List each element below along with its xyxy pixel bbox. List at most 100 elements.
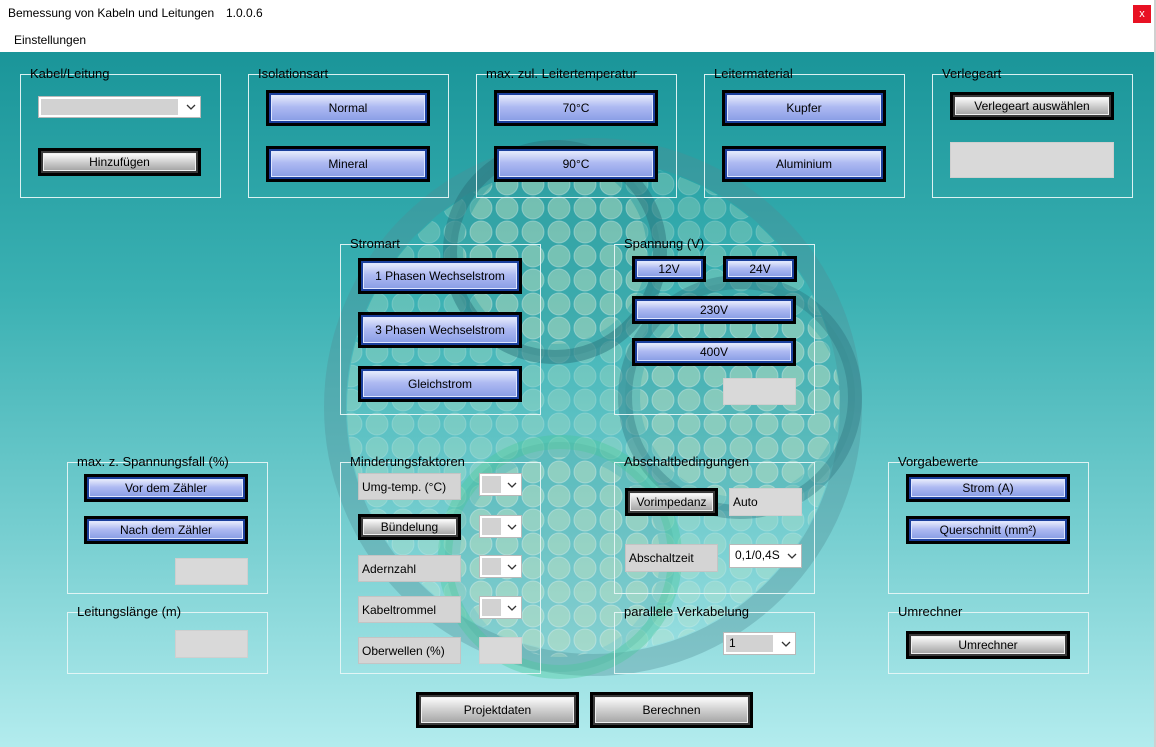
group-umrechner: Umrechner [888,604,1089,674]
temp-70-label: 70°C [499,95,653,121]
group-minderungsfaktoren: Minderungsfaktoren [340,454,541,674]
aluminium-button[interactable]: Aluminium [722,146,886,182]
abschaltzeit-select-value: 0,1/0,4S [732,547,780,565]
buendelung-label: Bündelung [363,519,456,535]
group-label-spannung: Spannung (V) [624,236,705,251]
v230-button[interactable]: 230V [632,296,796,324]
oberwellen-input[interactable] [479,637,522,664]
window-version: 1.0.0.6 [226,6,263,20]
temp-70-button[interactable]: 70°C [494,90,658,126]
adernzahl-select[interactable] [479,555,522,578]
chevron-down-icon [186,104,196,110]
parallel-select[interactable]: 1 [723,632,796,655]
menu-bar: Einstellungen [0,28,1156,52]
v12-label: 12V [637,261,701,277]
chevron-down-icon [507,605,517,611]
berechnen-button[interactable]: Berechnen [590,692,753,728]
dreiphasen-button[interactable]: 3 Phasen Wechselstrom [358,312,522,348]
main-panel: Kabel/Leitung Hinzufügen Isolationsart N… [0,52,1154,747]
kabel-select[interactable] [38,96,201,118]
strom-label: Strom (A) [911,479,1065,497]
gleichstrom-button[interactable]: Gleichstrom [358,366,522,402]
group-abschaltbedingungen: Abschaltbedingungen [614,454,815,594]
aluminium-label: Aluminium [727,151,881,177]
gleichstrom-label: Gleichstrom [363,371,517,397]
vorimpedanz-button[interactable]: Vorimpedanz [625,488,718,516]
group-leitermaterial: Leitermaterial [704,66,905,198]
chevron-down-icon [507,524,517,530]
querschnitt-label: Querschnitt (mm²) [911,521,1065,539]
close-button[interactable]: x [1133,5,1151,23]
group-label-spannungsfall: max. z. Spannungsfall (%) [77,454,229,469]
vorimpedanz-label: Vorimpedanz [630,493,713,511]
kabeltrommel-select[interactable] [479,596,522,619]
nach-dem-zaehler-button[interactable]: Nach dem Zähler [84,516,248,544]
einphasen-button[interactable]: 1 Phasen Wechselstrom [358,258,522,294]
group-label-umrechner: Umrechner [898,604,963,619]
menu-einstellungen[interactable]: Einstellungen [14,33,87,47]
group-isolationsart: Isolationsart [248,66,449,198]
group-label-stromart: Stromart [350,236,400,251]
group-label-temperatur: max. zul. Leitertemperatur [486,66,638,81]
querschnitt-button[interactable]: Querschnitt (mm²) [906,516,1070,544]
leitungslaenge-input[interactable] [175,630,248,658]
kabel-select-value [41,99,178,115]
spannungsfall-input[interactable] [175,558,248,585]
projektdaten-button[interactable]: Projektdaten [416,692,579,728]
umg-temp-select[interactable] [479,473,522,496]
adernzahl-label: Adernzahl [358,555,461,582]
strom-button[interactable]: Strom (A) [906,474,1070,502]
vor-dem-zaehler-label: Vor dem Zähler [89,479,243,497]
vor-dem-zaehler-button[interactable]: Vor dem Zähler [84,474,248,502]
vorimpedanz-value[interactable]: Auto [729,488,802,516]
v24-label: 24V [728,261,792,277]
v230-label: 230V [637,301,791,319]
buendelung-select[interactable] [479,515,522,538]
group-label-kabel: Kabel/Leitung [30,66,110,81]
hinzufuegen-button[interactable]: Hinzufügen [38,148,201,176]
v24-button[interactable]: 24V [723,256,797,282]
buendelung-button[interactable]: Bündelung [358,514,461,540]
umrechner-button[interactable]: Umrechner [906,631,1070,659]
group-verlegeart: Verlegeart [932,66,1133,198]
umrechner-button-label: Umrechner [911,636,1065,654]
buendelung-select-value [482,518,501,535]
abschaltzeit-label: Abschaltzeit [625,544,718,572]
verlegeart-button-label: Verlegeart auswählen [955,97,1109,115]
group-parallele-verkabelung: parallele Verkabelung [614,604,815,674]
nach-dem-zaehler-label: Nach dem Zähler [89,521,243,539]
mineral-button[interactable]: Mineral [266,146,430,182]
umg-temp-select-value [482,476,501,493]
kabeltrommel-select-value [482,599,501,616]
chevron-down-icon [787,553,797,559]
chevron-down-icon [781,641,791,647]
verlegeart-field [950,142,1114,178]
chevron-down-icon [507,564,517,570]
v12-button[interactable]: 12V [632,256,706,282]
group-label-parallel: parallele Verkabelung [624,604,750,619]
chevron-down-icon [507,482,517,488]
berechnen-label: Berechnen [595,697,748,723]
group-label-vorgabe: Vorgabewerte [898,454,979,469]
temp-90-button[interactable]: 90°C [494,146,658,182]
group-label-leitermaterial: Leitermaterial [714,66,793,81]
group-label-verlegeart: Verlegeart [942,66,1002,81]
normal-button[interactable]: Normal [266,90,430,126]
kupfer-button[interactable]: Kupfer [722,90,886,126]
normal-label: Normal [271,95,425,121]
verlegeart-auswaehlen-button[interactable]: Verlegeart auswählen [950,92,1114,120]
group-spannungsfall: max. z. Spannungsfall (%) [67,454,268,594]
kabeltrommel-label: Kabeltrommel [358,596,461,623]
spannung-custom-input[interactable] [723,378,796,405]
umg-temp-label: Umg-temp. (°C) [358,473,461,500]
v400-button[interactable]: 400V [632,338,796,366]
abschaltzeit-select[interactable]: 0,1/0,4S [729,544,802,568]
parallel-select-value: 1 [726,635,773,652]
adernzahl-select-value [482,558,501,575]
dreiphasen-label: 3 Phasen Wechselstrom [363,317,517,343]
title-bar: Bemessung von Kabeln und Leitungen 1.0.0… [0,0,1156,28]
window-title: Bemessung von Kabeln und Leitungen [8,6,215,20]
group-stromart: Stromart [340,236,541,415]
group-spannung: Spannung (V) [614,236,815,415]
window-border [1154,0,1156,747]
